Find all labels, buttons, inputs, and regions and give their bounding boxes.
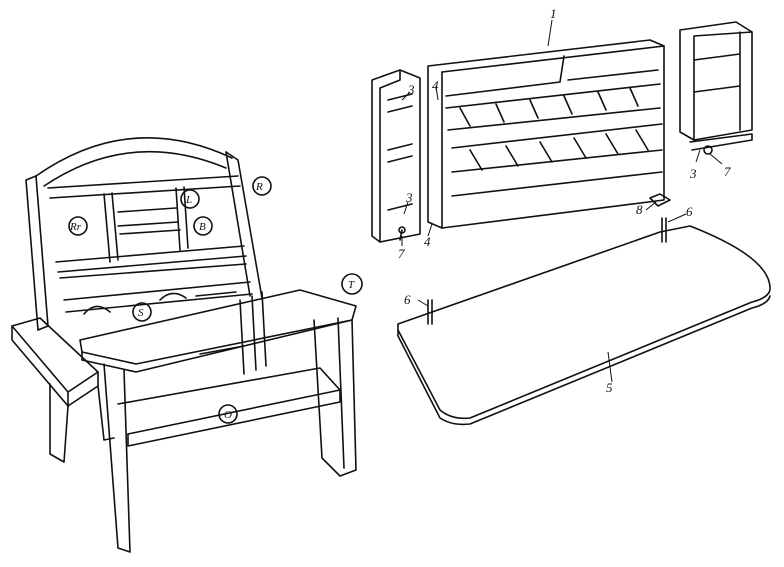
part-letter-markers [68,176,363,424]
table-board [397,225,771,426]
callout-8: 8 [636,202,643,217]
callout-6-right: 6 [686,204,693,219]
letter-o: O [224,409,232,421]
corner-shelf-unit [679,21,753,155]
marker-r [252,176,272,196]
callout-5: 5 [606,380,613,395]
callout-7-right: 7 [724,164,731,179]
marker-b [193,216,213,236]
marker-o [218,404,238,424]
callout-7-left: 7 [398,246,405,261]
callout-1: 1 [550,6,557,21]
callout-4-bottom: 4 [424,234,431,249]
callout-3-middle: 3 [405,190,413,205]
marker-t [341,273,363,295]
left-side-panel [371,69,421,243]
letter-rr: Rr [69,221,82,233]
callout-3-top: 3 [407,82,415,97]
callout-4-top: 4 [432,78,439,93]
marker-s [132,302,152,322]
callout-6-left: 6 [404,292,411,307]
diagram-text: R Rr L B S T O 1 3 3 3 4 4 5 6 6 7 7 8 [69,6,731,421]
main-shelf-unit [427,39,665,229]
bolt-hardware [427,193,671,325]
assembled-desk [11,137,357,553]
marker-rr [68,216,88,236]
letter-r: R [255,181,263,193]
letter-s: S [138,307,144,319]
letter-t: T [348,279,355,291]
letter-b: B [199,221,206,233]
callout-leaders [401,19,723,383]
callout-3-right: 3 [689,166,697,181]
marker-l [180,189,200,209]
letter-l: L [185,194,192,206]
